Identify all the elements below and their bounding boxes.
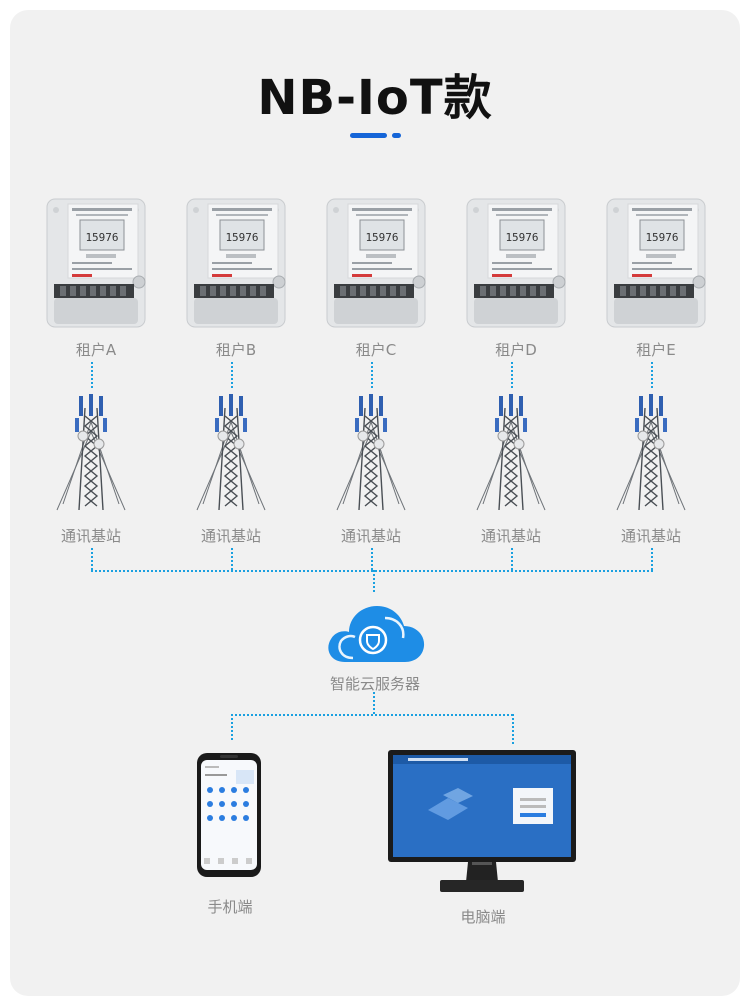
- page-title: NB-IoT款: [257, 70, 493, 126]
- cell-tower-icon: [53, 392, 129, 520]
- meter-to-tower-line: [651, 362, 653, 388]
- svg-text:15976: 15976: [645, 231, 678, 244]
- title-underline-dot: [392, 133, 401, 138]
- client-bus-line: [231, 714, 513, 716]
- tower-bus-line: [91, 570, 653, 572]
- pc-label: 电脑端: [460, 908, 506, 926]
- phone-label: 手机端: [207, 898, 253, 916]
- svg-text:15976: 15976: [365, 231, 398, 244]
- base-station-label: 通讯基站: [200, 527, 261, 545]
- background-card: [10, 10, 740, 996]
- electric-meter-icon: 15976: [326, 198, 426, 332]
- title-underline: [350, 133, 387, 138]
- server-down-line: [373, 692, 375, 714]
- svg-text:15976: 15976: [225, 231, 258, 244]
- tower-to-bus-line: [91, 548, 93, 570]
- electric-meter-icon: 15976: [46, 198, 146, 332]
- cloud-server-icon: [323, 596, 427, 672]
- electric-meter-icon: 15976: [466, 198, 566, 332]
- electric-meter-icon: 15976: [186, 198, 286, 332]
- cell-tower-icon: [473, 392, 549, 520]
- tower-to-bus-line: [231, 548, 233, 570]
- cell-tower-icon: [613, 392, 689, 520]
- electric-meter-icon: 15976: [606, 198, 706, 332]
- tower-to-bus-line: [511, 548, 513, 570]
- tenant-label: 租户B: [215, 341, 257, 359]
- server-label: 智能云服务器: [329, 675, 420, 693]
- tower-to-bus-line: [651, 548, 653, 570]
- tower-to-bus-line: [371, 548, 373, 570]
- svg-text:15976: 15976: [505, 231, 538, 244]
- base-station-label: 通讯基站: [60, 527, 121, 545]
- meter-to-tower-line: [511, 362, 513, 388]
- cell-tower-icon: [333, 392, 409, 520]
- base-station-label: 通讯基站: [620, 527, 681, 545]
- svg-text:15976: 15976: [85, 231, 118, 244]
- base-station-label: 通讯基站: [340, 527, 401, 545]
- tenant-label: 租户E: [636, 341, 676, 359]
- tenant-label: 租户C: [355, 341, 397, 359]
- base-station-label: 通讯基站: [480, 527, 541, 545]
- meter-to-tower-line: [371, 362, 373, 388]
- meter-to-tower-line: [231, 362, 233, 388]
- meter-to-tower-line: [91, 362, 93, 388]
- bus-to-server-line: [373, 570, 375, 592]
- pc-client-icon: [388, 750, 578, 900]
- bus-to-pc-line: [512, 714, 514, 744]
- tenant-label: 租户A: [75, 341, 117, 359]
- tenant-label: 租户D: [495, 341, 537, 359]
- bus-to-phone-line: [231, 714, 233, 740]
- cell-tower-icon: [193, 392, 269, 520]
- phone-client-icon: [196, 752, 262, 882]
